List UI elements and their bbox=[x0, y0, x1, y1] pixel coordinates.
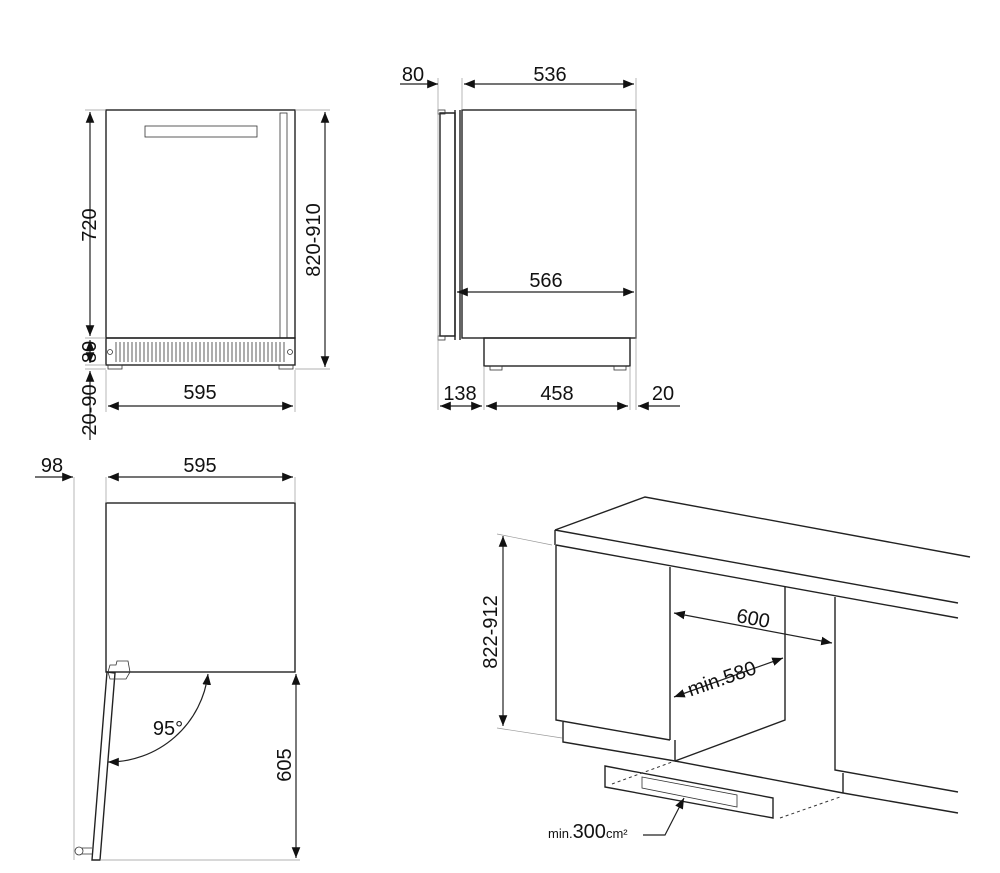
niche-view: 822-912 600 min.580 min.300cm² bbox=[480, 496, 971, 843]
base-box bbox=[483, 337, 631, 367]
dim-95-degrees: 95° bbox=[153, 718, 183, 740]
svg-text:min.300cm²: min.300cm² bbox=[548, 821, 628, 843]
hinge bbox=[107, 660, 131, 680]
front-view: 720 80 20-90 820-910 595 bbox=[79, 109, 330, 440]
vent-leader bbox=[643, 797, 685, 836]
dim-536: 536 bbox=[533, 64, 566, 86]
top-view: 98 595 95° 605 bbox=[35, 455, 301, 861]
door-side bbox=[439, 112, 456, 337]
grille-vents bbox=[115, 342, 285, 362]
dim-20: 20 bbox=[652, 383, 674, 405]
dim-820-910: 820-910 bbox=[303, 203, 325, 276]
vent-grille bbox=[604, 765, 774, 819]
dim-20-90: 20-90 bbox=[79, 384, 101, 435]
foot bbox=[278, 364, 294, 370]
foot bbox=[107, 364, 123, 370]
dim-595: 595 bbox=[183, 382, 216, 404]
door-front bbox=[105, 109, 296, 339]
display-strip bbox=[144, 125, 258, 138]
side-view: 80 536 566 138 458 20 bbox=[400, 64, 680, 411]
dim-605: 605 bbox=[274, 748, 296, 781]
dim-595-top: 595 bbox=[183, 455, 216, 477]
worktop bbox=[554, 496, 971, 619]
vent-area-label: min.300cm² bbox=[548, 821, 628, 843]
dim-min-580: min.580 bbox=[685, 657, 759, 701]
dim-566: 566 bbox=[529, 270, 562, 292]
dim-138: 138 bbox=[443, 383, 476, 405]
dim-80-door: 80 bbox=[402, 64, 424, 86]
left-cabinet-and-niche bbox=[555, 545, 786, 762]
dim-822-912: 822-912 bbox=[480, 595, 502, 668]
dim-80: 80 bbox=[79, 341, 101, 363]
vent-slot bbox=[641, 776, 738, 808]
cabinet-body bbox=[461, 109, 637, 339]
angle-arc bbox=[107, 673, 211, 767]
open-door bbox=[91, 671, 116, 861]
right-cabinet bbox=[674, 597, 959, 814]
base-grille bbox=[105, 337, 296, 366]
dim-720: 720 bbox=[79, 208, 101, 241]
dim-458: 458 bbox=[540, 383, 573, 405]
dim-98: 98 bbox=[41, 455, 63, 477]
door-handle bbox=[279, 112, 288, 339]
dim-600: 600 bbox=[735, 605, 772, 633]
cabinet-top bbox=[105, 502, 296, 673]
